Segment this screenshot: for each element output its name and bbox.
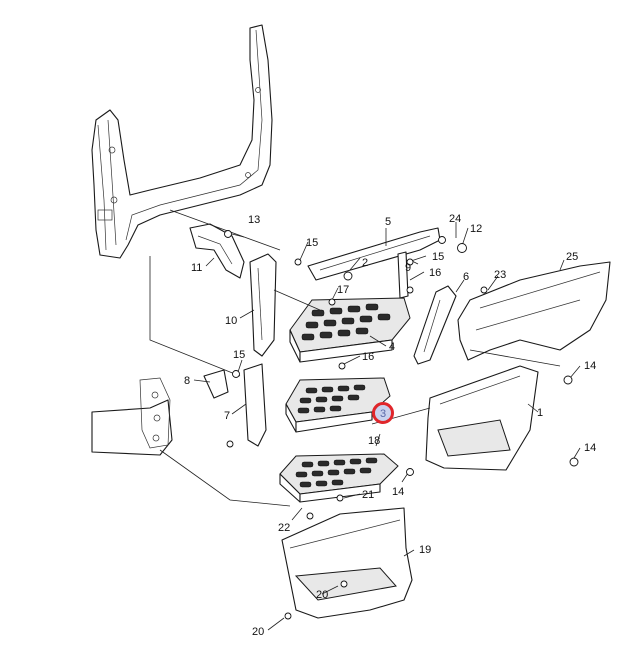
leader-lines — [149, 209, 581, 631]
callout-23: 23 — [494, 269, 506, 281]
upper-step-tread — [301, 303, 391, 341]
part-19-lower-skirt — [281, 507, 413, 619]
body-pillar-structure — [91, 24, 273, 259]
fastener-15-upper — [294, 258, 302, 266]
callout-25: 25 — [566, 251, 578, 263]
fastener-7 — [226, 440, 234, 448]
callout-11: 11 — [191, 262, 202, 274]
middle-step-tread — [297, 384, 366, 414]
callout-24: 24 — [449, 213, 461, 225]
part-7-bracket — [243, 363, 267, 447]
callout-labels: 1 2 4 5 6 7 8 9 10 11 12 13 14 14 14 15 … — [184, 213, 596, 638]
fasteners — [224, 230, 579, 620]
part-18-lower-step — [279, 453, 399, 503]
fastener-14-b — [569, 457, 579, 467]
callout-16-upper: 16 — [429, 267, 441, 279]
part-9-bracket — [397, 251, 409, 299]
fastener-23 — [480, 286, 488, 294]
callout-10: 10 — [225, 315, 237, 327]
fastener-15-right — [406, 258, 414, 266]
callout-2: 2 — [362, 257, 368, 269]
part-3-middle-step — [285, 377, 391, 433]
fastener-15-left — [232, 370, 240, 378]
callout-14-a: 14 — [584, 360, 596, 372]
callout-5: 5 — [385, 216, 391, 228]
callout-18: 18 — [368, 435, 380, 447]
lower-step-tread — [295, 457, 378, 488]
part-5-upper-rail — [307, 227, 441, 281]
callout-13: 13 — [248, 214, 260, 226]
callout-3: 3 — [380, 408, 386, 420]
fastener-16-upper — [406, 286, 414, 294]
fastener-20-lower — [284, 612, 292, 620]
callout-12: 12 — [470, 223, 482, 235]
callout-15-right: 15 — [432, 251, 444, 263]
fastener-24 — [438, 236, 446, 244]
fastener-14-a — [563, 375, 573, 385]
callout-15-left: 15 — [233, 349, 245, 361]
callout-14-c: 14 — [392, 486, 404, 498]
callout-20-lower: 20 — [252, 626, 264, 638]
callout-20-upper: 20 — [316, 589, 328, 601]
fastener-17 — [328, 298, 336, 306]
fastener-12 — [457, 243, 467, 253]
fastener-13 — [224, 230, 232, 238]
fastener-21 — [336, 494, 344, 502]
callout-21: 21 — [362, 489, 374, 501]
callout-1: 1 — [537, 407, 543, 419]
part-1-step-housing — [425, 365, 539, 471]
callout-7: 7 — [224, 410, 230, 422]
fastener-2 — [343, 271, 353, 281]
callout-9: 9 — [405, 262, 411, 274]
part-10-vertical-bracket — [249, 253, 277, 357]
fastener-20-upper — [340, 580, 348, 588]
fastener-14-c — [406, 468, 414, 476]
part-25-fender-panel — [457, 261, 611, 361]
callout-14-b: 14 — [584, 442, 596, 454]
callout-6: 6 — [463, 271, 469, 283]
callout-8: 8 — [184, 375, 190, 387]
part-11-bracket — [189, 223, 245, 279]
callout-22: 22 — [278, 522, 290, 534]
lower-body-rocker — [91, 377, 173, 456]
part-4-upper-step — [289, 297, 411, 363]
callout-16-middle: 16 — [362, 351, 374, 363]
callout-15-upper: 15 — [306, 237, 318, 249]
part-6-vertical-panel — [413, 285, 457, 365]
part-8-bracket — [203, 369, 229, 399]
fastener-22 — [306, 512, 314, 520]
fastener-16-middle — [338, 362, 346, 370]
callout-17: 17 — [337, 284, 349, 296]
highlighted-callout-3[interactable]: 3 — [372, 402, 394, 424]
callout-4: 4 — [389, 341, 395, 353]
callout-19: 19 — [419, 544, 431, 556]
